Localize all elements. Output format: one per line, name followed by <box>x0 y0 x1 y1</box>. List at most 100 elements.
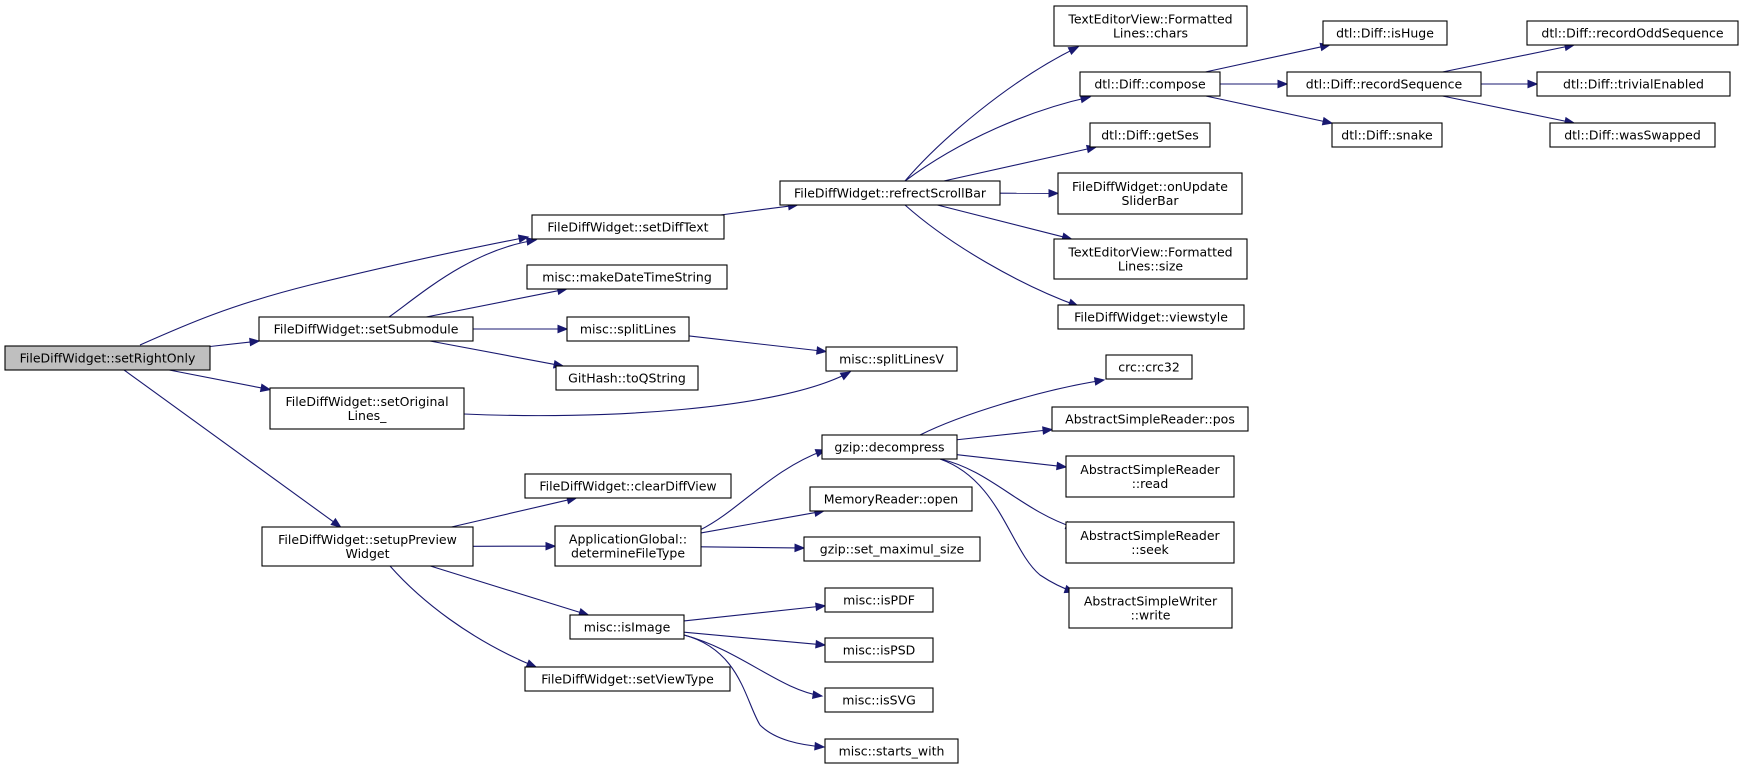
edge-line <box>1205 95 1325 123</box>
node-box <box>1322 20 1448 46</box>
edge-setSubmodule-to-setDiffText <box>388 237 538 318</box>
arrowhead <box>517 234 530 244</box>
node-splitLinesV[interactable]: misc::splitLinesV <box>825 346 958 372</box>
edge-recordSequence-to-recordOddSequence <box>1442 42 1576 73</box>
node-label: dtl::Diff::isHuge <box>1336 26 1434 41</box>
edge-line <box>699 449 826 531</box>
node-writerWrite[interactable]: AbstractSimpleWriter::write <box>1068 587 1233 629</box>
node-compose[interactable]: dtl::Diff::compose <box>1079 71 1221 97</box>
node-clearDiffView[interactable]: FileDiffWidget::clearDiffView <box>524 473 732 499</box>
node-setViewType[interactable]: FileDiffWidget::setViewType <box>524 666 731 692</box>
node-label: GitHash::toQString <box>568 371 686 386</box>
node-label: Widget <box>345 546 389 561</box>
node-label: Lines::chars <box>1113 26 1188 41</box>
node-label: ::write <box>1131 608 1171 623</box>
node-makeDateTimeString[interactable]: misc::makeDateTimeString <box>526 264 728 290</box>
node-box <box>555 365 699 391</box>
node-determineFileType[interactable]: ApplicationGlobal::determineFileType <box>554 525 702 567</box>
node-isImage[interactable]: misc::isImage <box>569 614 685 640</box>
node-memOpen[interactable]: MemoryReader::open <box>809 486 973 512</box>
node-label: dtl::Diff::recordSequence <box>1306 77 1463 92</box>
edge-refrectScrollBar-to-onUpdateSliderBar <box>999 188 1060 198</box>
node-label: FileDiffWidget::setDiffText <box>547 220 708 235</box>
node-box <box>1079 71 1221 97</box>
edge-decompress-to-writerWrite <box>939 458 1076 594</box>
node-label: crc::crc32 <box>1118 360 1180 375</box>
node-label: SliderBar <box>1121 193 1179 208</box>
node-viewstyle[interactable]: FileDiffWidget::viewstyle <box>1057 304 1245 330</box>
node-isPSD[interactable]: misc::isPSD <box>824 637 934 663</box>
node-box <box>824 587 934 613</box>
node-isSVG[interactable]: misc::isSVG <box>824 687 934 713</box>
node-setMaximulSize[interactable]: gzip::set_maximul_size <box>803 536 981 562</box>
node-setRightOnly[interactable]: FileDiffWidget::setRightOnly <box>4 345 211 371</box>
node-recordSequence[interactable]: dtl::Diff::recordSequence <box>1286 71 1482 97</box>
node-box <box>261 526 474 567</box>
node-setSubmodule[interactable]: FileDiffWidget::setSubmodule <box>258 316 474 342</box>
node-wasSwapped[interactable]: dtl::Diff::wasSwapped <box>1549 122 1716 148</box>
edge-setRightOnly-to-setSubmodule <box>209 337 261 348</box>
node-readerRead[interactable]: AbstractSimpleReader::read <box>1065 455 1235 498</box>
node-box <box>779 180 1001 206</box>
node-box <box>1068 587 1233 629</box>
node-label: dtl::Diff::wasSwapped <box>1564 128 1701 143</box>
node-splitLines[interactable]: misc::splitLines <box>566 316 690 342</box>
node-getSes[interactable]: dtl::Diff::getSes <box>1089 122 1211 148</box>
node-box <box>569 614 685 640</box>
node-label: MemoryReader::open <box>824 492 958 507</box>
edge-line <box>451 499 569 528</box>
arrowhead <box>249 337 261 347</box>
arrowhead <box>1527 79 1539 89</box>
edge-line <box>937 204 1064 238</box>
node-box <box>1065 455 1235 498</box>
node-label: misc::isPSD <box>843 643 916 658</box>
node-toQString[interactable]: GitHash::toQString <box>555 365 699 391</box>
node-readerSeek[interactable]: AbstractSimpleReader::seek <box>1065 521 1235 564</box>
edge-line <box>683 606 818 622</box>
node-crc32[interactable]: crc::crc32 <box>1105 354 1193 380</box>
arrowhead <box>839 371 852 381</box>
node-snake[interactable]: dtl::Diff::snake <box>1331 122 1443 148</box>
node-isHuge[interactable]: dtl::Diff::isHuge <box>1322 20 1448 46</box>
node-label: misc::makeDateTimeString <box>542 270 712 285</box>
node-recordOddSequence[interactable]: dtl::Diff::recordOddSequence <box>1526 20 1739 46</box>
node-label: misc::starts_with <box>839 744 945 759</box>
node-setDiffText[interactable]: FileDiffWidget::setDiffText <box>531 214 725 240</box>
edge-compose-to-snake <box>1205 95 1334 126</box>
arrowhead <box>811 690 824 699</box>
arrowhead <box>1321 116 1334 126</box>
node-label: dtl::Diff::compose <box>1094 77 1206 92</box>
edge-line <box>943 148 1089 182</box>
node-box <box>1536 71 1731 97</box>
edge-isImage-to-isPDF <box>683 602 827 622</box>
node-box <box>1057 304 1245 330</box>
node-box <box>1549 122 1716 148</box>
node-label: AbstractSimpleWriter <box>1084 594 1218 609</box>
node-label: misc::splitLinesV <box>839 352 944 367</box>
edge-setSubmodule-to-toQString <box>429 340 565 369</box>
node-label: FileDiffWidget::setSubmodule <box>274 322 459 337</box>
node-box <box>554 525 702 567</box>
node-trivialEnabled[interactable]: dtl::Diff::trivialEnabled <box>1536 71 1731 97</box>
node-isPDF[interactable]: misc::isPDF <box>824 587 934 613</box>
node-refrectScrollBar[interactable]: FileDiffWidget::refrectScrollBar <box>779 180 1001 206</box>
edge-recordSequence-to-trivialEnabled <box>1481 79 1539 89</box>
edge-recordSequence-to-wasSwapped <box>1442 95 1576 126</box>
node-label: dtl::Diff::trivialEnabled <box>1563 77 1704 92</box>
node-box <box>526 264 728 290</box>
node-box <box>1051 406 1249 432</box>
node-label: determineFileType <box>571 546 685 561</box>
node-readerPos[interactable]: AbstractSimpleReader::pos <box>1051 406 1249 432</box>
edge-setOriginalLines-to-splitLinesV <box>463 371 852 417</box>
edge-setRightOnly-to-setOriginalLines <box>169 369 272 393</box>
edge-setRightOnly-to-setupPreviewWidget <box>123 369 342 528</box>
node-decompress[interactable]: gzip::decompress <box>821 434 958 460</box>
edge-line <box>169 369 263 389</box>
arrowhead <box>330 517 342 528</box>
node-startsWith[interactable]: misc::starts_with <box>824 738 959 764</box>
